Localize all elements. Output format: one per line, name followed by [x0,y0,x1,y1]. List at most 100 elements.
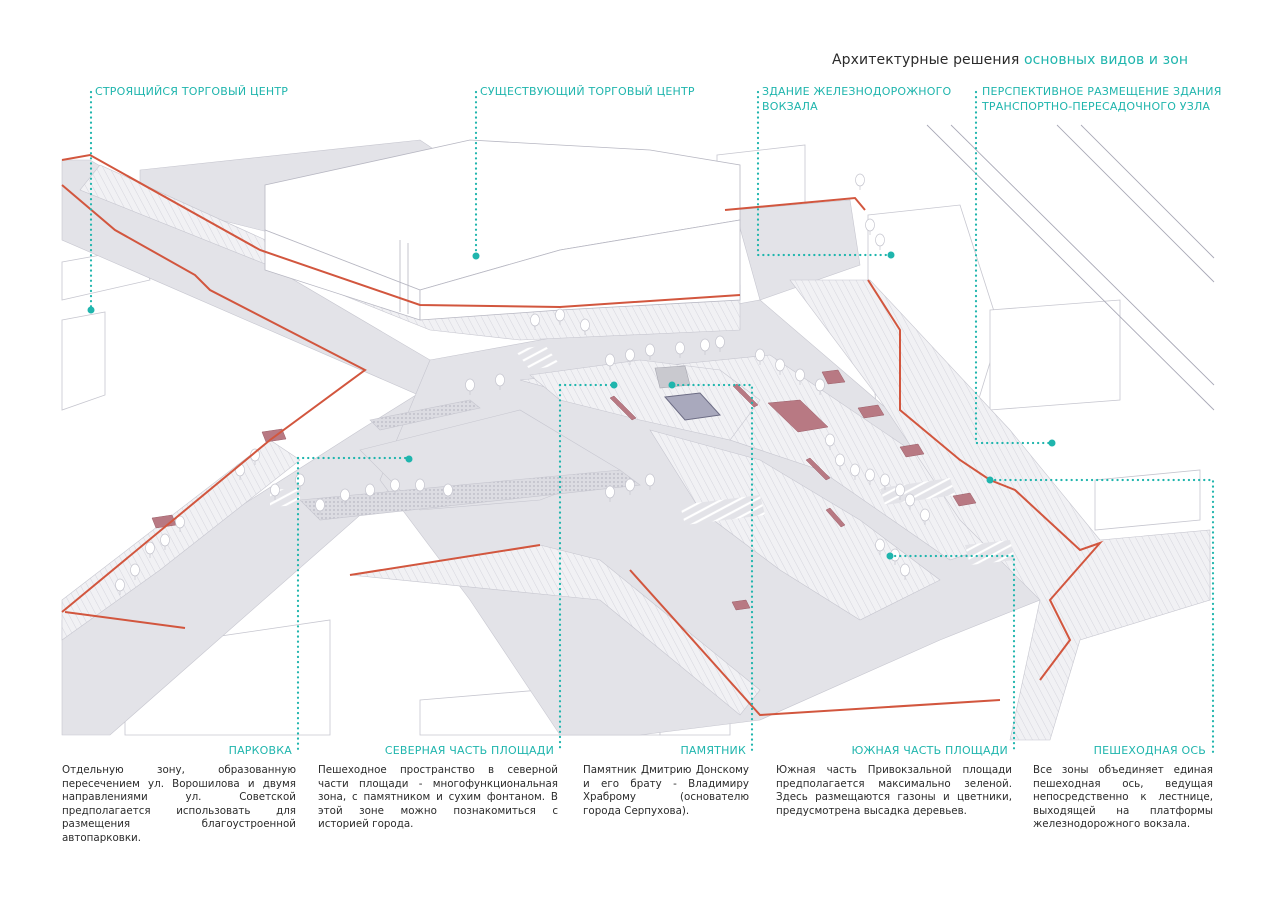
callout-existing-mall: Существующий торговый центр [480,85,695,98]
callout-railway-station-line2: вокзала [762,100,818,113]
tree-icon [645,343,655,360]
boundary-south [349,544,541,576]
paving-parking-border [299,469,641,521]
marker-parking [405,455,413,463]
tree-icon [365,483,375,500]
tree-icon [390,478,400,495]
zone-text-monument: Памятник Дмитрию Донскому и его брату - … [583,764,749,817]
canopies [151,369,977,611]
zone-text-north-square: Пешеходное пространство в северной части… [318,764,558,831]
marker-south-square [886,552,894,560]
leader-lines [89,90,1215,754]
boundary-north-west [61,153,741,309]
road-station-access [734,199,861,301]
crosswalk-3 [880,478,955,505]
zone-text-south-square: Южная часть Привокзальной площади предпо… [776,764,1012,817]
crosswalk-2 [680,495,765,525]
callout-railway-station: Здание железнодорожного вокзала [762,84,951,114]
marker-existing-mall [472,252,480,260]
leader-south-square [888,554,1016,754]
tree-icon [160,533,170,550]
tree-icon [443,483,453,500]
marker-pedestrian-axis [986,476,994,484]
building-right-1 [1094,469,1201,531]
page-title: Архитектурные решения основных видов и з… [832,52,1188,68]
tree-icon [905,493,915,510]
tree-icon [815,378,825,395]
boundary-station [724,196,866,211]
marker-railway-station [887,251,895,259]
tree-icon [130,563,140,580]
zone-title-north-square: Северная часть площади [384,744,554,757]
marker-monument [668,381,676,389]
tree-icon [795,368,805,385]
site-boundary [61,153,1104,717]
callout-railway-station-line1: Здание железнодорожного [762,85,952,98]
tree-icon [675,341,685,358]
monument-base [654,365,691,389]
boundary-south-east [629,569,1001,717]
tree-icon [625,348,635,365]
tree-icon [625,478,635,495]
leader-dots [87,251,1056,560]
bench-2 [732,383,759,408]
tree-icon [875,538,885,555]
marker-construction-mall [87,306,95,314]
tree-icon [715,335,725,352]
tree-icon [865,468,875,485]
railway-tracks [926,124,1215,411]
tree-icon [850,463,860,480]
tree-icon [495,373,505,390]
callout-transport-hub-line2: транспортно-пересадочного узла [982,100,1211,113]
tree-icon [340,488,350,505]
zone-title-parking: Парковка [228,744,292,757]
callout-construction-mall: Строящийся торговый центр [95,85,289,98]
canopy-1 [821,369,846,385]
crosswalk-5 [965,540,1015,565]
tree-icon [835,453,845,470]
leader-monument [671,383,754,754]
crosswalk-1 [515,345,560,370]
bench-4 [825,507,846,528]
paving-north-cobble [369,399,481,431]
crosswalks [270,345,1015,565]
page-title-prefix: Архитектурные решения [832,52,1020,68]
zone-text-parking: Отдельную зону, образованную пересечение… [62,764,296,844]
canopy-3 [899,443,925,458]
boundary-west-bottom [64,611,186,629]
tree-icon [145,541,155,558]
tree-icon [315,498,325,515]
paving-monument-plaza [529,359,761,441]
tree-icon [115,578,125,595]
tree-icon [555,308,565,325]
mall-front [419,219,741,321]
tree-icon [900,563,910,580]
tree-icon [895,483,905,500]
canopy-4 [952,492,977,507]
tree-icon [645,473,655,490]
bench-3 [805,457,831,481]
canopy-2 [857,404,885,419]
tree-icon [775,358,785,375]
leader-railway-station [756,90,892,257]
tree-icon [880,473,890,490]
tree-icon [825,433,835,450]
tree-icon [700,338,710,355]
callout-transport-hub-line1: Перспективное размещение здания [982,85,1222,98]
bench-1 [609,395,637,421]
tree-icon [755,348,765,365]
monument-group [654,365,722,421]
boundary-east [867,279,1104,681]
tree-icon [855,173,865,190]
tree-icon [530,313,540,330]
marker-north-square [610,381,618,389]
tree-icon [605,353,615,370]
zone-title-south-square: Южная часть площади [851,744,1008,757]
tree-icon [175,515,185,532]
leader-transport-hub [974,90,1054,445]
page-title-accent: основных видов и зон [1023,52,1189,68]
zone-title-monument: Памятник [680,744,746,757]
zone-title-pedestrian-axis: Пешеходная ось [1093,744,1206,757]
tree-icon [865,218,875,235]
